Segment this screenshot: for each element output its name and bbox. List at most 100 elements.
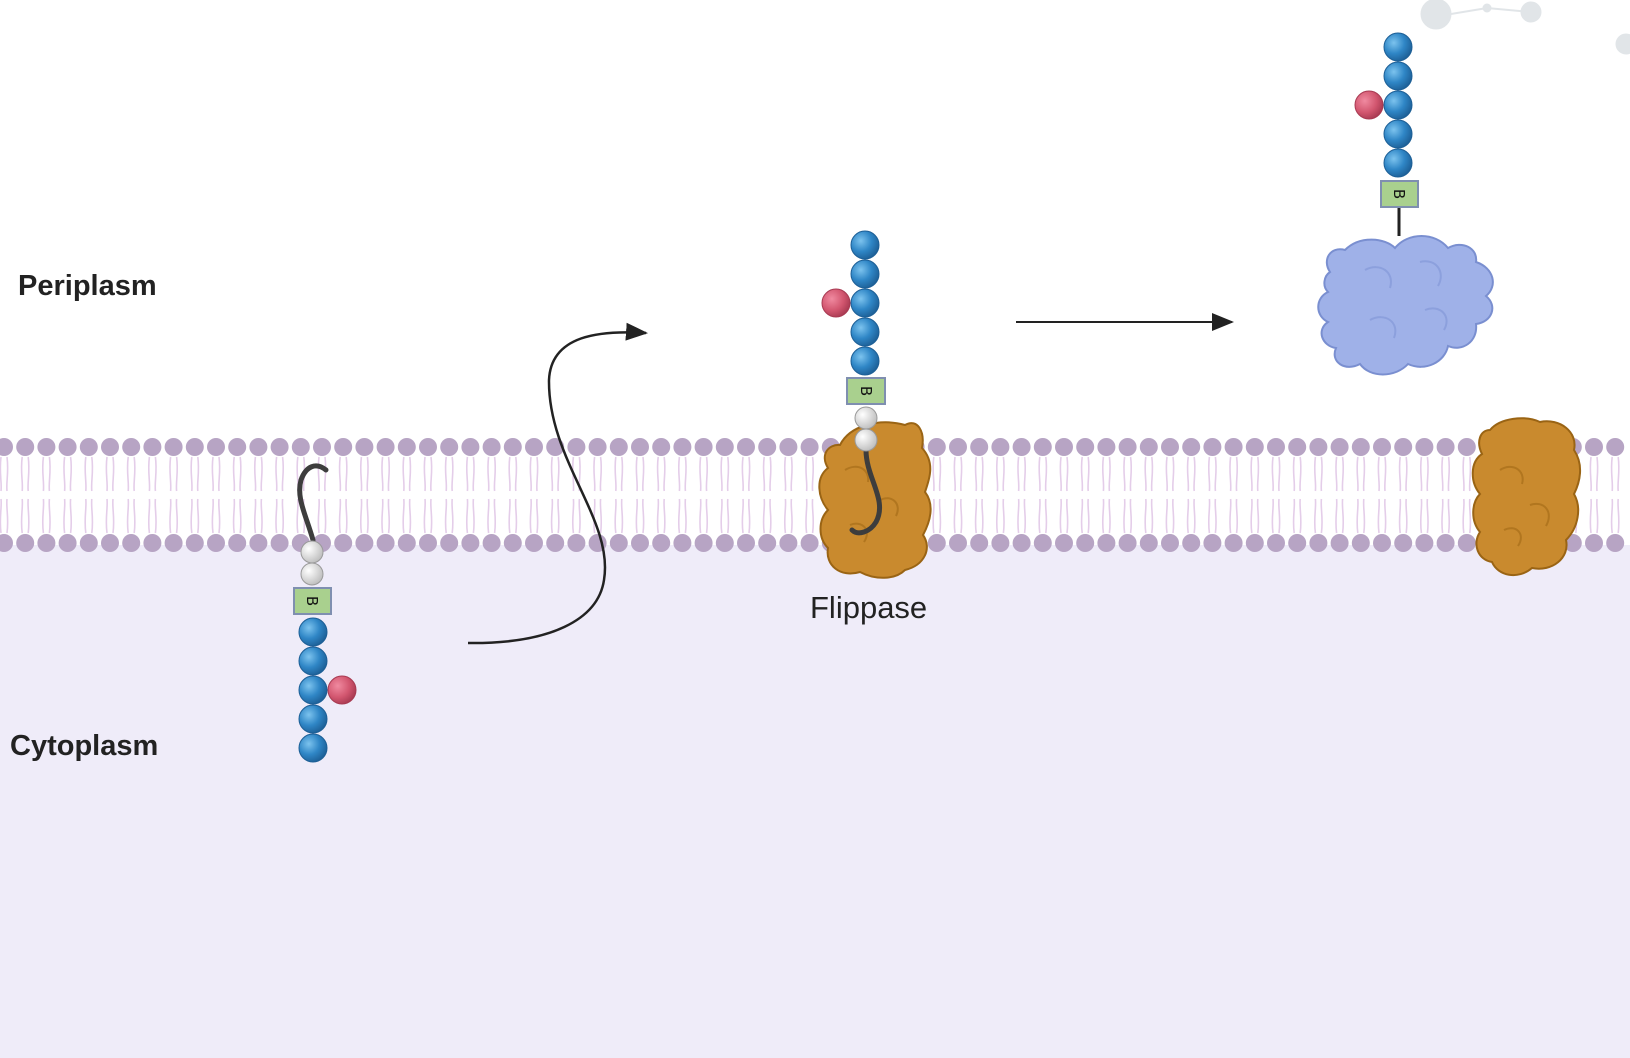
lipid-head (419, 534, 437, 552)
lipid-head (525, 438, 543, 456)
lipid-head (694, 534, 713, 552)
linker-sugar (854, 428, 878, 452)
lipid-head (991, 534, 1010, 552)
lipid-head (79, 438, 98, 456)
lipid-head (1224, 438, 1243, 456)
lipid-head (1245, 438, 1264, 456)
lipid-head (397, 534, 416, 552)
cytoplasmic-glycan-precursor: B (293, 463, 357, 763)
lipid-head (440, 534, 459, 552)
lipid-head (1394, 438, 1413, 456)
lipid-head (1055, 534, 1073, 552)
lipid-head (1606, 534, 1625, 552)
lipid-head (1436, 534, 1455, 552)
lipid-head (715, 438, 734, 456)
lipid-head (1457, 438, 1476, 456)
cytoplasm-label: Cytoplasm (10, 730, 159, 762)
lipid-carrier-tail (297, 463, 329, 543)
lipid-head (588, 438, 607, 456)
lipid-head (970, 534, 989, 552)
lipid-head (1161, 534, 1179, 552)
lipid-head (1373, 438, 1391, 456)
lipid-head (652, 438, 671, 456)
lipid-head (355, 438, 374, 456)
lipid-head (1309, 438, 1328, 456)
lipid-head (207, 534, 225, 552)
lipid-head (334, 438, 353, 456)
periplasm-label: Periplasm (18, 270, 157, 302)
mature-glycan: B (1354, 32, 1419, 236)
blue-sugar (1383, 61, 1413, 91)
lipid-head (164, 438, 183, 456)
blue-sugar (1383, 119, 1413, 149)
lipid-head (567, 438, 586, 456)
lipid-head (991, 438, 1010, 456)
lipid-head (694, 438, 713, 456)
lipid-head (419, 438, 437, 456)
blue-sugar (850, 259, 880, 289)
lipid-head (101, 534, 119, 552)
lipid-head (1309, 534, 1328, 552)
blue-sugar (298, 675, 328, 705)
blue-sugar (850, 346, 880, 376)
flippase-protein (818, 421, 932, 579)
lipid-head (1118, 534, 1137, 552)
lipid-head (207, 438, 225, 456)
lipid-head (1351, 534, 1370, 552)
lipid-head (1203, 534, 1222, 552)
lipid-head (758, 534, 777, 552)
lipid-head (927, 534, 946, 552)
lipid-head (1182, 534, 1201, 552)
lipid-head (461, 534, 480, 552)
lipid-head (58, 438, 77, 456)
lipid-head (1267, 438, 1285, 456)
anchor-box (1380, 180, 1419, 208)
lipid-head (461, 438, 480, 456)
lipid-head (270, 438, 289, 456)
flippase-label: Flippase (810, 590, 928, 625)
blue-sugar (298, 646, 328, 676)
lipid-head (673, 438, 692, 456)
blue-sugar (1383, 32, 1413, 62)
lipid-head (1436, 438, 1455, 456)
lipid-head (185, 438, 204, 456)
linker-sugar (300, 562, 324, 586)
lipid-head (758, 438, 777, 456)
blue-sugar (1383, 90, 1413, 120)
lipid-head (122, 534, 141, 552)
lipid-head (79, 534, 98, 552)
lipid-head (249, 438, 268, 456)
lipid-head (1012, 438, 1031, 456)
lipid-head (927, 438, 946, 456)
lipid-head (228, 438, 247, 456)
lipid-head (1161, 438, 1179, 456)
flipped-glycan-intermediate: B (821, 230, 886, 536)
red-branch-sugar (327, 675, 357, 705)
lipid-head (503, 438, 522, 456)
lipid-head (482, 438, 501, 456)
lipid-head (1415, 534, 1434, 552)
lipid-head (970, 438, 989, 456)
lipid-head (609, 534, 628, 552)
lipid-head (800, 534, 819, 552)
lipid-head (122, 438, 141, 456)
lipid-head (1585, 534, 1603, 552)
lipid-head (737, 438, 755, 456)
lipid-head (37, 534, 56, 552)
lipid-head (1097, 438, 1116, 456)
lipid-carrier-tail (849, 447, 883, 536)
lipid-head (715, 534, 734, 552)
curved-arrow-icon (467, 322, 648, 645)
lipid-head (1139, 534, 1158, 552)
lipid-head (1203, 438, 1222, 456)
lipid-head (1097, 534, 1116, 552)
lipid-head (1055, 438, 1073, 456)
lipid-head (779, 534, 798, 552)
lipid-head (0, 534, 13, 552)
lipid-head (525, 534, 543, 552)
lipid-head (1330, 534, 1349, 552)
lipid-head (37, 438, 56, 456)
lipid-head (1033, 438, 1052, 456)
anchor-box (846, 377, 886, 405)
